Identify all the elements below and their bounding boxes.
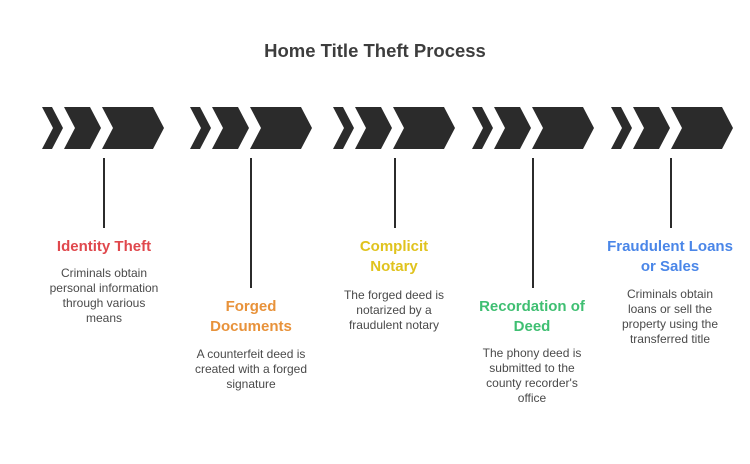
step-label-identity-theft: Identity Theft [56,238,152,255]
connector-line [532,158,534,288]
connector-line [394,158,396,228]
chevron-arrow-icon [42,107,164,149]
step-description: The phony deed is submitted to the count… [482,346,582,405]
page-title: Home Title Theft Process [264,40,486,61]
step-label-recordation-of-deed: Recordation of Deed [479,298,585,335]
step-label-forged-documents: Forged Documents [210,298,292,335]
step-description: The forged deed is notarized by a fraudu… [343,288,445,332]
chevron-arrow-icon [333,107,455,149]
connector-line [670,158,672,228]
chevron-arrow-icon [472,107,594,149]
step-description: Criminals obtain loans or sell the prope… [621,287,719,346]
step-label-complicit-notary: Complicit Notary [359,238,429,275]
step-label-fraudulent-loans-or-sales: Fraudulent Loans or Sales [607,238,733,275]
step-description: A counterfeit deed is created with a for… [194,347,308,391]
step-description: Criminals obtain personal information th… [49,266,159,325]
connector-line [250,158,252,288]
connector-line [103,158,105,228]
chevron-arrow-icon [190,107,312,149]
chevron-arrow-icon [611,107,733,149]
